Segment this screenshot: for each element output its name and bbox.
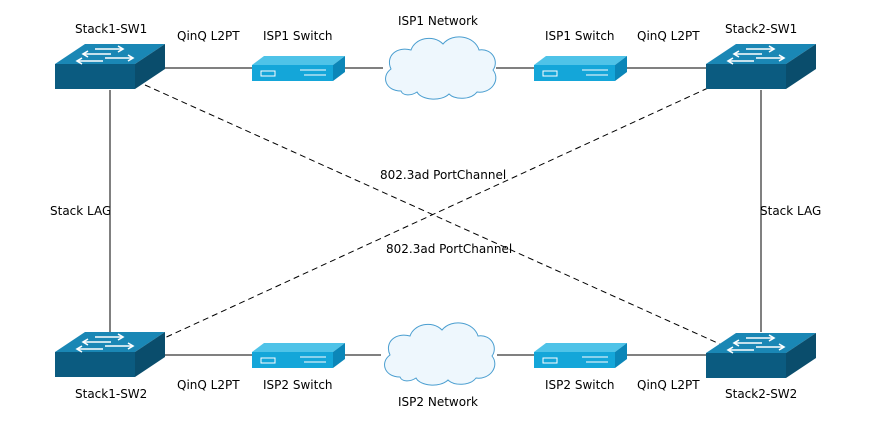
node-label-stack2-sw1: Stack2-SW1	[725, 22, 797, 36]
node-label-stack2-sw2: Stack2-SW2	[725, 387, 797, 401]
node-label-isp2-network: ISP2 Network	[398, 395, 478, 409]
link-label-qinq-bottom-left: QinQ L2PT	[177, 378, 240, 392]
node-label-stack1-sw1: Stack1-SW1	[75, 22, 147, 36]
link-label-stack-lag-left: Stack LAG	[50, 204, 111, 218]
links	[109, 67, 762, 356]
l3-switch-icon	[705, 332, 817, 379]
node-label-isp2-switch-right: ISP2 Switch	[545, 378, 615, 392]
link-label-stack-lag-right: Stack LAG	[760, 204, 821, 218]
link-label-portchannel-lower: 802.3ad PortChannel	[386, 242, 512, 256]
portchannel-dashed-link-2	[159, 87, 709, 341]
node-label-isp2-switch-left: ISP2 Switch	[263, 378, 333, 392]
node-label-stack1-sw2: Stack1-SW2	[75, 387, 147, 401]
l3-switch-icon	[54, 331, 166, 378]
l3-switch-icon	[54, 43, 166, 90]
link-label-qinq-top-right: QinQ L2PT	[637, 29, 700, 43]
cloud-icon	[385, 36, 497, 100]
link-label-portchannel-upper: 802.3ad PortChannel	[380, 168, 506, 182]
link-label-qinq-top-left: QinQ L2PT	[177, 29, 240, 43]
isp-switch-icon	[251, 55, 346, 82]
cloud-icon	[384, 322, 496, 386]
isp-switch-icon	[533, 55, 628, 82]
isp-switch-icon	[533, 342, 628, 369]
node-label-isp1-switch-left: ISP1 Switch	[263, 29, 333, 43]
isp-switch-icon	[251, 342, 346, 369]
node-label-isp1-switch-right: ISP1 Switch	[545, 29, 615, 43]
node-label-isp1-network: ISP1 Network	[398, 14, 478, 28]
l3-switch-icon	[705, 43, 817, 90]
link-label-qinq-bottom-right: QinQ L2PT	[637, 378, 700, 392]
portchannel-dashed-link-1	[144, 84, 723, 346]
